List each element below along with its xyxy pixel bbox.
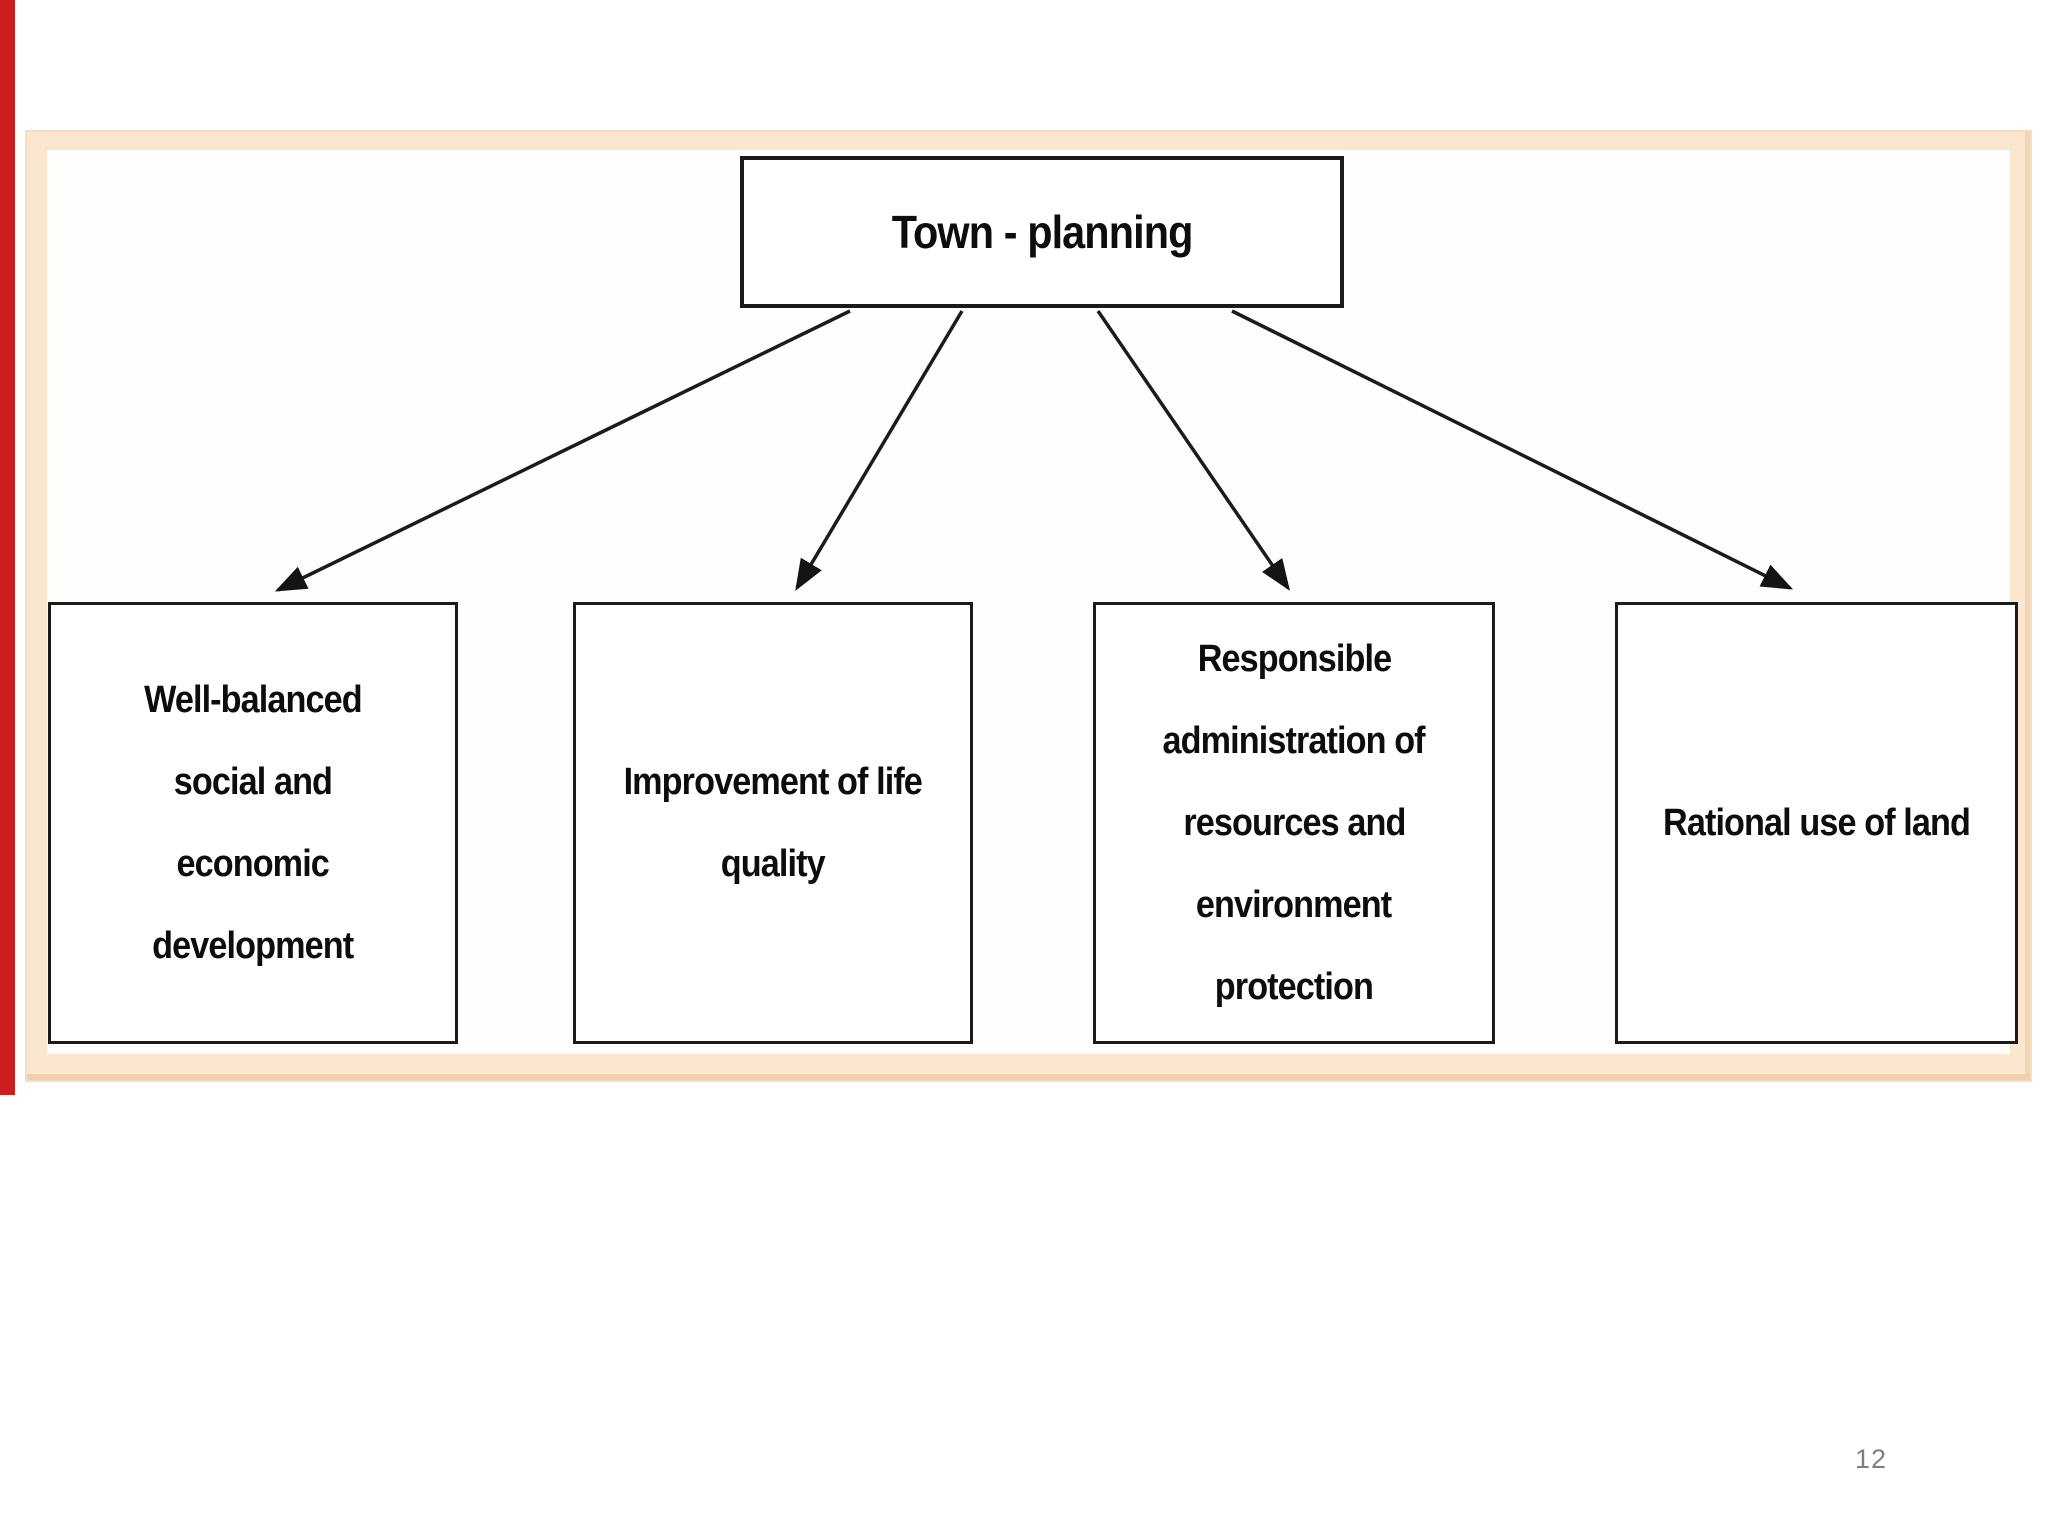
node-label: Town - planning [891, 206, 1194, 258]
arrow-to-box-3 [1096, 310, 1290, 591]
node-town-planning: Town - planning [740, 156, 1344, 308]
node-label-line: environment [1196, 884, 1392, 926]
left-accent-bar [0, 0, 15, 1095]
node-responsible-administration: Responsible administration of resources … [1093, 602, 1495, 1044]
node-label-line: social and [173, 761, 333, 803]
node-life-quality: Improvement of life quality [573, 602, 973, 1044]
node-rational-land-use: Rational use of land [1615, 602, 2018, 1044]
node-label-line: Well-balanced [144, 679, 363, 721]
node-label-line: quality [721, 843, 826, 885]
node-label-line: Responsible [1197, 638, 1391, 680]
node-label-line: resources and [1182, 802, 1406, 844]
arrow-to-box-1 [274, 309, 851, 592]
arrow-to-box-4 [1231, 309, 1794, 590]
node-label-line: development [152, 925, 354, 967]
page-number: 12 [1855, 1444, 1888, 1474]
node-well-balanced-development: Well-balanced social and economic develo… [48, 602, 458, 1044]
node-label-line: protection [1214, 966, 1374, 1008]
node-label-line: economic [176, 843, 330, 885]
arrow-to-box-2 [795, 310, 964, 592]
node-label-line: Rational use of land [1663, 802, 1971, 844]
node-label-line: Improvement of life [623, 761, 923, 803]
node-label-line: administration of [1162, 720, 1426, 762]
